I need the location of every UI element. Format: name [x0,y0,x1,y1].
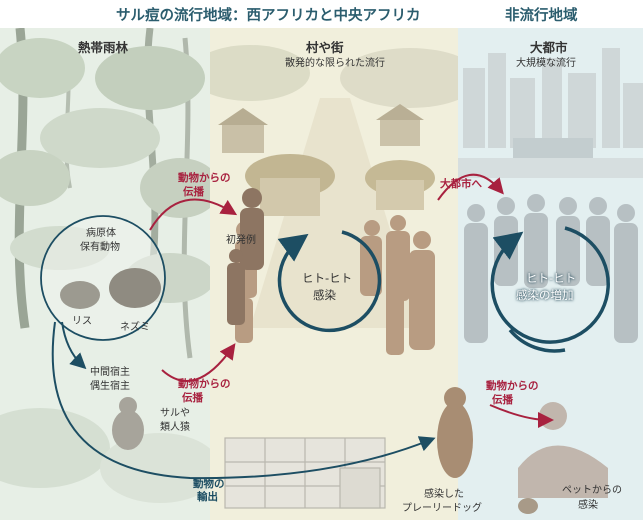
rainforest-panel [0,28,210,520]
city-cycle-label-line2: 感染の増加 [516,288,574,302]
spillover-label-top-line2: 伝播 [183,186,204,198]
to-city-label: 大都市へ [440,178,482,190]
pet-spillover-label-line2: 伝播 [492,394,513,406]
reservoir-label-line2: 保有動物 [80,242,120,253]
spillover-label-bottom-line1: 動物からの [178,378,231,390]
city-subtitle: 大規模な流行 [516,58,576,69]
village-title: 村や街 [306,40,344,55]
spillover-label-bottom-line2: 伝播 [182,392,203,404]
city-cycle-label-line1: ヒト-ヒト [526,271,577,285]
village-cycle-label-line2: 感染 [313,288,336,302]
intermediate-host-label: 中間宿主 [90,367,130,378]
primates-label-line1: サルや [160,408,190,419]
spillover-label-top-line1: 動物からの [178,172,231,184]
first-case-label: 初発例 [226,235,256,246]
pet-infection-label-line2: 感染 [578,500,598,511]
prairie-dog-label-line1: 感染した [424,489,464,500]
rat-label: ネズミ [120,322,150,333]
export-label-line2: 輸出 [197,491,218,503]
endemic-headline: サル痘の流行地域：西アフリカと中央アフリカ [116,8,421,24]
squirrel-label: リス [72,316,92,327]
city-title: 大都市 [530,40,568,55]
incidental-host-label: 偶生宿主 [90,381,130,392]
prairie-dog-label-line2: プレーリードッグ [402,503,482,514]
export-label-line1: 動物の [193,478,225,490]
pet-infection-label-line1: ペットからの [562,485,622,496]
pet-spillover-label-line1: 動物からの [486,380,539,392]
village-cycle-label-line1: ヒト-ヒト [302,271,353,285]
reservoir-label-line1: 病原体 [86,228,116,239]
primates-label-line2: 類人猿 [160,422,190,433]
non-endemic-headline: 非流行地域 [505,8,578,24]
village-subtitle: 散発的な限られた流行 [285,58,385,69]
rainforest-illustration [0,28,210,503]
rainforest-title: 熱帯雨林 [78,40,129,55]
